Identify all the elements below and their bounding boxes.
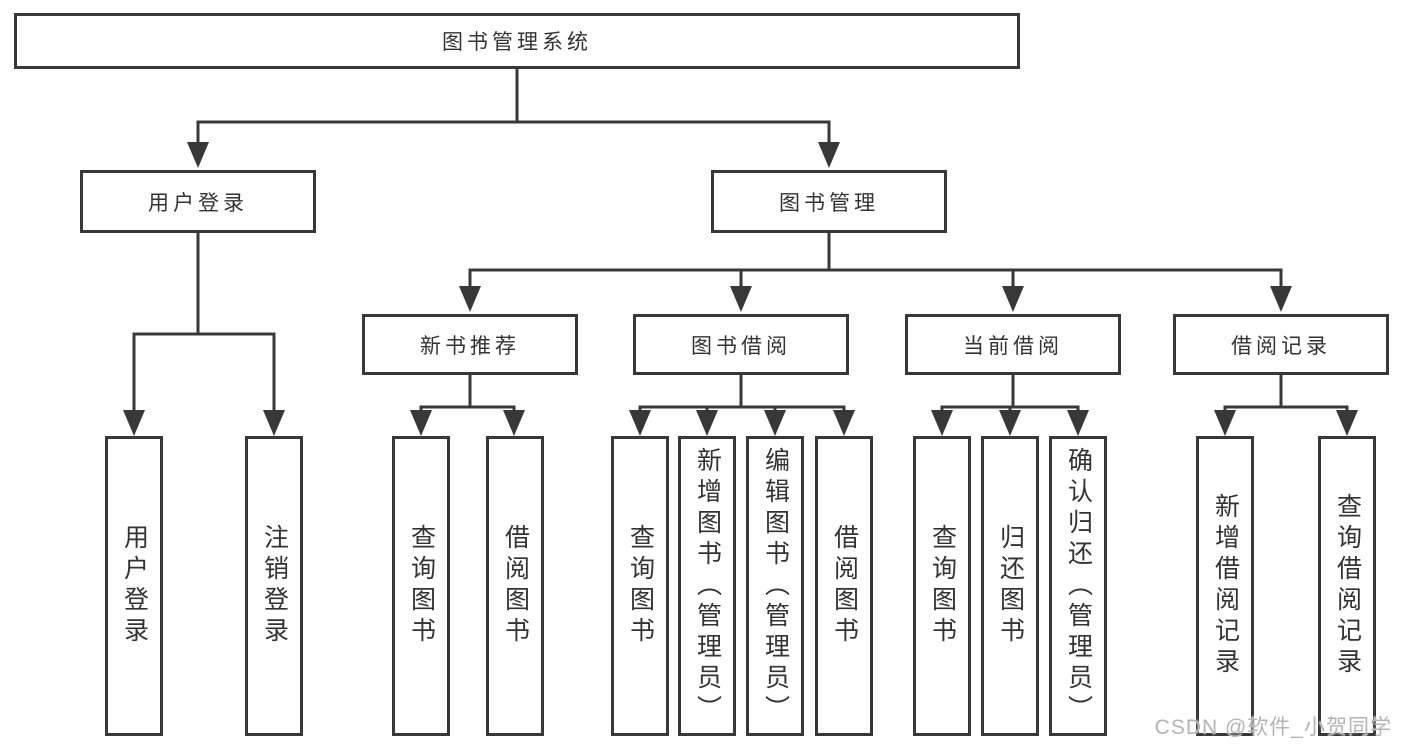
leaf-query-borrow-record-label: 查询借阅记录	[1333, 493, 1362, 679]
leaf-query-book-current-label: 查询图书	[928, 524, 957, 648]
csdn-watermark: CSDN @软件_小贺同学	[1154, 716, 1392, 739]
leaf-query-book-recommend-label: 查询图书	[407, 524, 436, 648]
connector-level3-rail	[468, 268, 1283, 288]
leaf-add-book-admin-label: 新增图书（管理员）	[693, 446, 722, 726]
leaf-edit-book-admin-label: 编辑图书（管理员）	[761, 446, 790, 726]
leaf-user-login: 用户登录	[105, 436, 163, 736]
node-current-borrow-label: 当前借阅	[963, 334, 1063, 358]
node-new-book-recommend: 新书推荐	[362, 314, 578, 375]
leaf-add-borrow-record: 新增借阅记录	[1196, 436, 1254, 736]
leaf-confirm-return-admin: 确认归还（管理员）	[1049, 436, 1107, 736]
leaf-logout: 注销登录	[245, 436, 303, 736]
connector-user-login-rail	[132, 332, 276, 410]
leaf-return-book: 归还图书	[981, 436, 1039, 736]
connector-borrow-record-rail	[1223, 405, 1349, 412]
leaf-logout-label: 注销登录	[260, 524, 289, 648]
leaf-confirm-return-admin-label: 确认归还（管理员）	[1064, 446, 1093, 726]
node-book-mgmt: 图书管理	[711, 170, 947, 233]
leaf-query-borrow-record: 查询借阅记录	[1318, 436, 1376, 736]
node-user-login: 用户登录	[80, 170, 316, 233]
leaf-query-book-current: 查询图书	[913, 436, 971, 736]
node-current-borrow: 当前借阅	[905, 314, 1121, 375]
node-root: 图书管理系统	[14, 13, 1020, 69]
node-user-login-label: 用户登录	[148, 191, 248, 215]
leaf-query-book-borrow-label: 查询图书	[626, 524, 655, 648]
connector-new-book-rail	[419, 405, 516, 412]
leaf-borrow-book-label: 借阅图书	[830, 524, 859, 648]
node-new-book-recommend-label: 新书推荐	[420, 334, 520, 358]
connector-level2-rail	[196, 120, 831, 144]
leaf-borrow-book: 借阅图书	[815, 436, 873, 736]
leaf-query-book-borrow: 查询图书	[611, 436, 669, 736]
leaf-add-book-admin: 新增图书（管理员）	[678, 436, 736, 736]
node-book-mgmt-label: 图书管理	[779, 191, 879, 215]
node-book-borrow: 图书借阅	[633, 314, 849, 375]
leaf-return-book-label: 归还图书	[996, 524, 1025, 648]
node-book-borrow-label: 图书借阅	[691, 334, 791, 358]
node-borrow-record: 借阅记录	[1173, 314, 1389, 375]
connector-book-borrow-rail	[638, 405, 846, 412]
leaf-borrow-book-recommend: 借阅图书	[486, 436, 544, 736]
leaf-user-login-label: 用户登录	[120, 524, 149, 648]
leaf-add-borrow-record-label: 新增借阅记录	[1211, 493, 1240, 679]
leaf-query-book-recommend: 查询图书	[392, 436, 450, 736]
node-borrow-record-label: 借阅记录	[1231, 334, 1331, 358]
node-root-label: 图书管理系统	[442, 31, 592, 54]
arrowheads	[123, 142, 1358, 436]
leaf-borrow-book-recommend-label: 借阅图书	[501, 524, 530, 648]
leaf-edit-book-admin: 编辑图书（管理员）	[746, 436, 804, 736]
